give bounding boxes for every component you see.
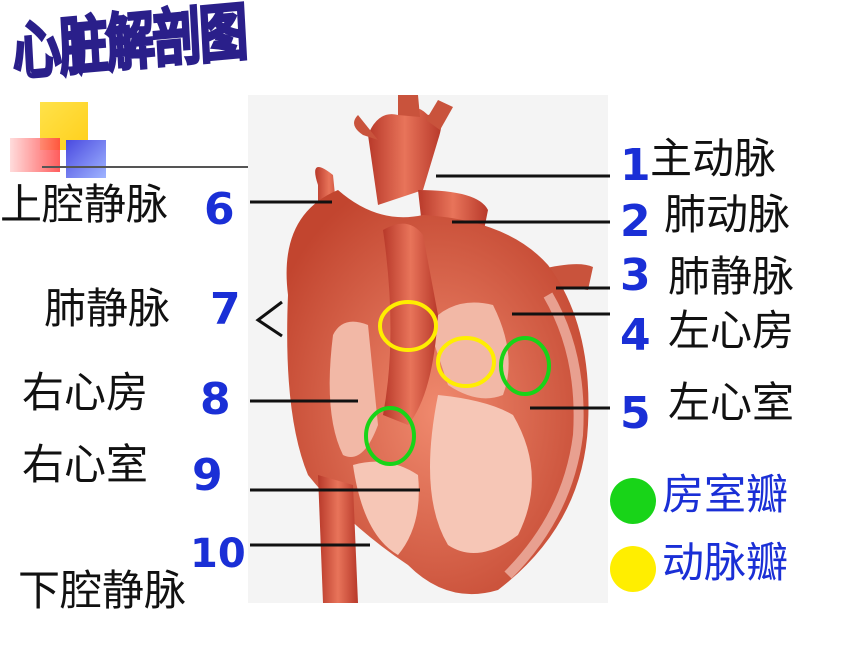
- label-superior-vena-cava: 上腔静脉: [0, 180, 169, 229]
- label-aorta: 主动脉: [650, 134, 777, 183]
- heart-svg: [248, 95, 608, 603]
- legend-av-valve: 房室瓣: [662, 470, 789, 519]
- label-number-10: 10: [190, 531, 246, 577]
- decor-blue-square: [66, 140, 106, 178]
- label-pulmonary-artery: 肺动脉: [664, 190, 791, 239]
- label-right-atrium: 右心房: [22, 368, 149, 417]
- heart-illustration: [248, 95, 608, 603]
- label-pulmonary-vein-left: 肺静脉: [44, 284, 171, 333]
- label-left-atrium: 左心房: [668, 306, 795, 355]
- legend-artery-valve: 动脉瓣: [662, 538, 789, 587]
- label-right-ventricle: 右心室: [22, 440, 149, 489]
- label-inferior-vena-cava: 下腔静脉: [18, 566, 187, 615]
- label-number-5: 5: [620, 388, 651, 439]
- label-number-9: 9: [192, 450, 223, 501]
- label-left-ventricle: 左心室: [668, 378, 795, 427]
- label-number-8: 8: [200, 374, 231, 425]
- label-number-4: 4: [620, 310, 651, 361]
- label-number-3: 3: [620, 250, 651, 301]
- label-number-6: 6: [204, 184, 235, 235]
- label-pulmonary-vein-right: 肺静脉: [668, 252, 795, 301]
- decor-line: [42, 166, 250, 168]
- label-number-2: 2: [620, 196, 651, 247]
- label-number-7: 7: [210, 284, 241, 335]
- legend-yellow-dot: [610, 546, 656, 592]
- legend-green-dot: [610, 478, 656, 524]
- page-title: 心脏解剖图: [9, 0, 249, 90]
- label-number-1: 1: [620, 140, 651, 191]
